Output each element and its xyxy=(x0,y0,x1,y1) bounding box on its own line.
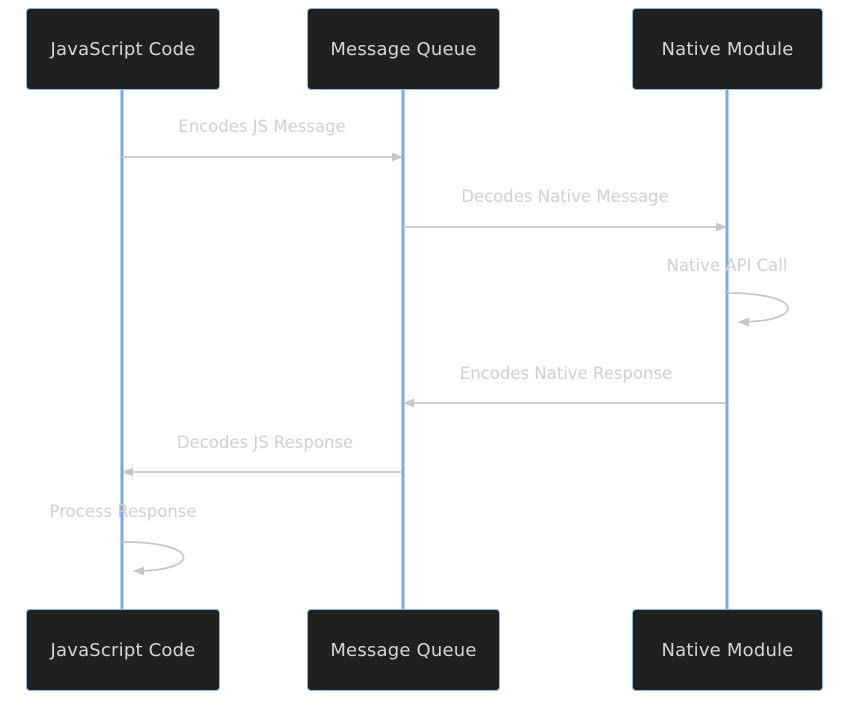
actor-box-message-queue-top[interactable]: Message Queue xyxy=(307,8,500,90)
message-label-process-response: Process Response xyxy=(49,502,197,521)
actor-box-native-module-bottom[interactable]: Native Module xyxy=(632,609,823,691)
actor-label-javascript-code: JavaScript Code xyxy=(50,38,196,60)
actor-label-javascript-code: JavaScript Code xyxy=(50,639,196,661)
messages-group xyxy=(121,152,789,576)
lifelines-group xyxy=(120,90,729,609)
actor-box-javascript-code-bottom[interactable]: JavaScript Code xyxy=(26,609,220,691)
actor-box-message-queue-bottom[interactable]: Message Queue xyxy=(307,609,500,691)
actor-label-message-queue: Message Queue xyxy=(330,38,477,60)
actor-box-native-module-top[interactable]: Native Module xyxy=(632,8,823,90)
message-label-decodes-js-response: Decodes JS Response xyxy=(176,433,354,452)
message-label-encodes-native-response: Encodes Native Response xyxy=(459,364,673,383)
message-label-encodes-js-message: Encodes JS Message xyxy=(178,117,346,136)
actor-label-message-queue: Message Queue xyxy=(330,639,477,661)
message-label-native-api-call: Native API Call xyxy=(666,256,788,275)
actor-label-native-module: Native Module xyxy=(661,639,794,661)
actor-label-native-module: Native Module xyxy=(661,38,794,60)
message-arrow-native-api-call xyxy=(726,292,789,327)
message-arrow-process-response xyxy=(121,541,185,576)
actor-box-javascript-code-top[interactable]: JavaScript Code xyxy=(26,8,220,90)
message-label-decodes-native-message: Decodes Native Message xyxy=(461,187,669,206)
